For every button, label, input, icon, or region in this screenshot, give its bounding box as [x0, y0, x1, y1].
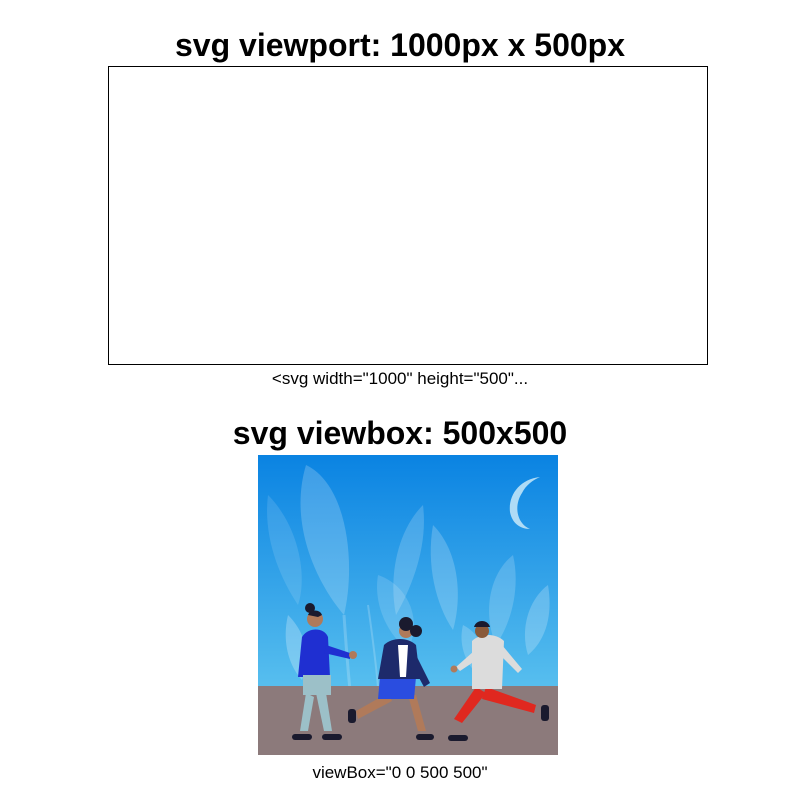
viewbox-caption: viewBox="0 0 500 500" [312, 763, 488, 782]
person-right [448, 621, 549, 741]
moon-icon [509, 477, 540, 529]
viewbox-illustration [258, 455, 558, 755]
viewport-title: svg viewport: 1000px x 500px [175, 27, 625, 63]
viewport-caption: <svg width="1000" height="500"... [271, 369, 529, 388]
viewbox-title: svg viewbox: 500x500 [232, 415, 568, 451]
viewport-frame [108, 66, 708, 365]
person-left [292, 603, 357, 740]
person-middle [348, 617, 434, 740]
